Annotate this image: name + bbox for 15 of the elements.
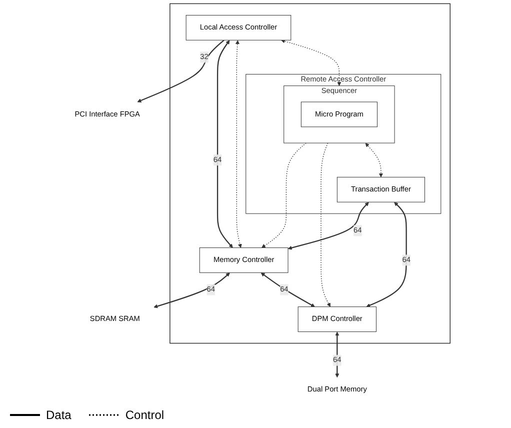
arrow — [260, 272, 315, 307]
arrow — [288, 202, 369, 250]
arrow — [154, 272, 230, 308]
arrow — [365, 142, 383, 178]
legend-label: Control — [125, 408, 164, 422]
arrow — [320, 142, 331, 307]
arrow — [335, 332, 340, 378]
legend-label: Data — [46, 408, 72, 422]
arrow — [280, 39, 342, 86]
arrow — [216, 40, 233, 248]
arrow — [137, 40, 224, 102]
cluster — [170, 3, 450, 344]
arrow — [366, 202, 407, 308]
arrow — [262, 142, 306, 248]
arrow — [235, 40, 242, 248]
